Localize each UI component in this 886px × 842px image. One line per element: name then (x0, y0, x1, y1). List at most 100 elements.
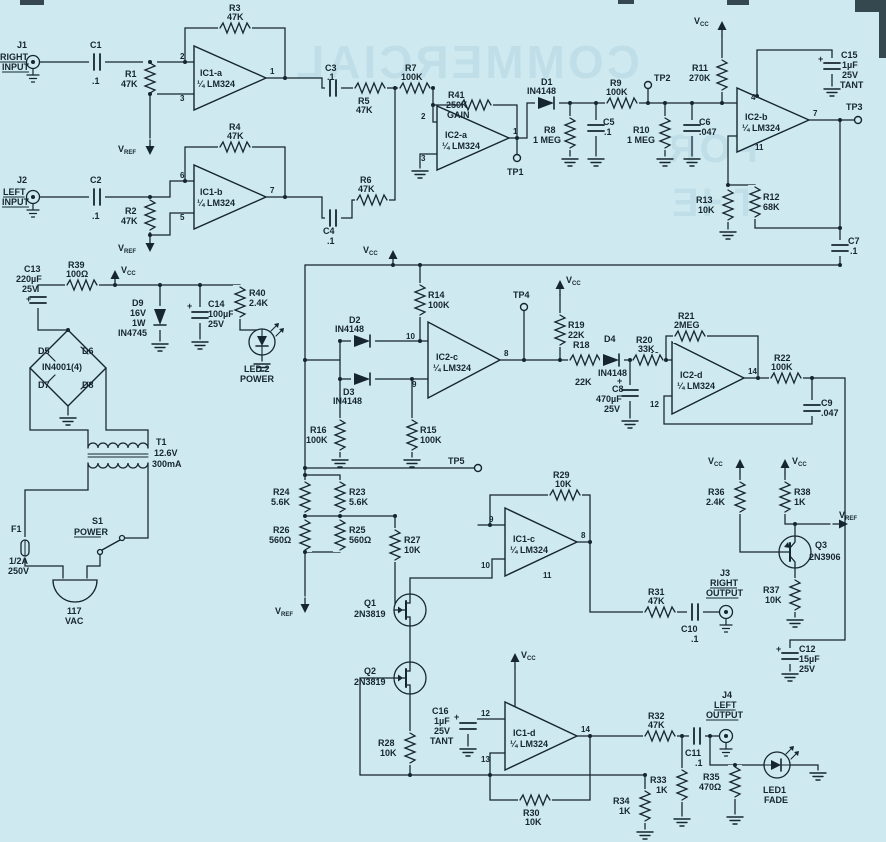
label-C1: .1 (92, 76, 100, 86)
label-R31: 47K (648, 596, 665, 606)
label-R3: R3 (229, 3, 241, 13)
label-Q1: 2N3819 (354, 609, 386, 619)
label-D3: D3 (343, 387, 355, 397)
label-R39: R39 (68, 260, 85, 270)
component-C2: C2.1 (89, 175, 105, 221)
label-D9: 1W (132, 318, 146, 328)
label-R20: 33K (638, 344, 655, 354)
label-LED2: LED 2 (244, 364, 270, 374)
label-J4: OUTPUT (706, 710, 744, 720)
component-TP3: TP3 (846, 102, 863, 125)
label-C10: C10 (681, 624, 698, 634)
label-J2: INPUT (2, 197, 30, 207)
component-R8: R81 MEG (533, 116, 577, 150)
component-gnd-1 (411, 170, 429, 179)
label-R34: R34 (613, 796, 630, 806)
label-C13: C13 (24, 264, 41, 274)
component-gnd-8 (331, 459, 349, 468)
label-IC1-b: 7 (270, 186, 275, 195)
label-IC1-d: IC1-d (513, 728, 536, 738)
component-C6: C6.047 (683, 117, 717, 137)
label-BR1: D8 (82, 380, 94, 390)
label-R8: R8 (544, 125, 556, 135)
label-C1: C1 (90, 40, 102, 50)
label-IC1-d: 14 (581, 725, 590, 734)
label-T1: 12.6V (154, 448, 178, 458)
label-R37: R37 (763, 585, 780, 595)
label-IC2-a: IC2-a (445, 130, 468, 140)
component-C1: C1 .1 (89, 40, 105, 86)
bleed-through-text: THE (669, 181, 758, 225)
label-C14: C14 (208, 299, 225, 309)
label-F1: 1/2A (9, 556, 29, 566)
label-J1: RIGHT (0, 52, 29, 62)
label-IC2-c: 10 (406, 332, 415, 341)
label-Q2: 2N3819 (354, 677, 386, 687)
component-C7: C7.1 (831, 236, 860, 256)
component-gnd-6 (823, 88, 841, 97)
label-VCC-6: VCC (792, 456, 807, 468)
label-R15: 100K (420, 435, 442, 445)
label-R7: R7 (405, 63, 417, 73)
label-R21: R21 (678, 311, 695, 321)
label-IC1-c: 9 (489, 515, 494, 524)
component-gnd-14 (673, 818, 691, 827)
label-J2: LEFT (3, 187, 26, 197)
label-IC1-b: 6 (180, 171, 185, 180)
label-BR1: D6 (82, 346, 94, 356)
label-D1: D1 (541, 77, 553, 87)
label-C16: + (454, 712, 459, 722)
label-R14: R14 (428, 290, 445, 300)
component-TP1: TP1 (507, 153, 524, 177)
label-R16: 100K (306, 435, 328, 445)
label-F1: 250V (8, 566, 29, 576)
component-gnd-15 (636, 831, 654, 840)
label-LED1: FADE (764, 795, 788, 805)
label-D9: 16V (130, 308, 146, 318)
component-gnd-7 (719, 231, 737, 240)
label-T1: 300mA (152, 459, 182, 469)
label-C16: C16 (432, 706, 449, 716)
label-D4: D4 (604, 334, 616, 344)
component-gnd-2 (561, 158, 579, 167)
label-C3: C3 (325, 63, 337, 73)
label-J1: INPUT (2, 62, 30, 72)
label-R10: 1 MEG (627, 135, 655, 145)
component-gnd-19 (151, 343, 169, 352)
label-S1: POWER (74, 527, 109, 537)
svg-text:THE: THE (669, 181, 758, 225)
label-R14: 100K (428, 300, 450, 310)
label-R8: 1 MEG (533, 135, 561, 145)
label-R26: 560Ω (269, 535, 291, 545)
label-C11: C11 (685, 748, 701, 758)
label-R41: GAIN (447, 110, 470, 120)
label-C2: C2 (90, 175, 102, 185)
label-VCC-5: VCC (708, 456, 723, 468)
label-R15: R15 (420, 425, 437, 435)
label-R4: R4 (229, 122, 241, 132)
component-TP4: TP4 (513, 290, 530, 312)
label-R23: 5.6K (349, 497, 369, 507)
label-C9: C9 (821, 398, 833, 408)
component-VCC-3: VCC (555, 275, 581, 296)
